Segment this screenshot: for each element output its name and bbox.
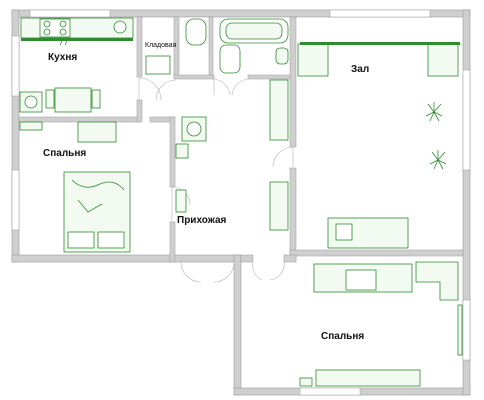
bedroom-dresser	[315, 369, 421, 387]
room-label-kitchen: Кухня	[48, 52, 78, 63]
armchair-left	[297, 43, 329, 77]
toilet	[185, 18, 207, 46]
room-label-bedroom-bottom: Спальня	[321, 331, 365, 342]
armchair-right	[427, 43, 459, 77]
room-label-pantry: Кладовая	[145, 42, 177, 49]
washbasin	[219, 44, 241, 74]
corner-desk	[415, 261, 459, 301]
sink-icon	[113, 20, 127, 34]
plant-icon-2	[429, 150, 447, 170]
room-label-bedroom-left: Спальня	[43, 148, 87, 159]
doors	[138, 77, 294, 283]
windows	[11, 9, 471, 396]
plant-icon	[425, 102, 443, 122]
room-label-hallway: Прихожая	[177, 215, 227, 226]
furniture	[19, 17, 463, 387]
kitchen-table	[54, 87, 92, 113]
inner-walls	[18, 16, 464, 263]
room-label-living-room: Зал	[351, 64, 370, 75]
pantry-shelf	[145, 55, 171, 75]
wardrobe-top	[269, 79, 289, 141]
wardrobe-bottom	[269, 181, 289, 231]
